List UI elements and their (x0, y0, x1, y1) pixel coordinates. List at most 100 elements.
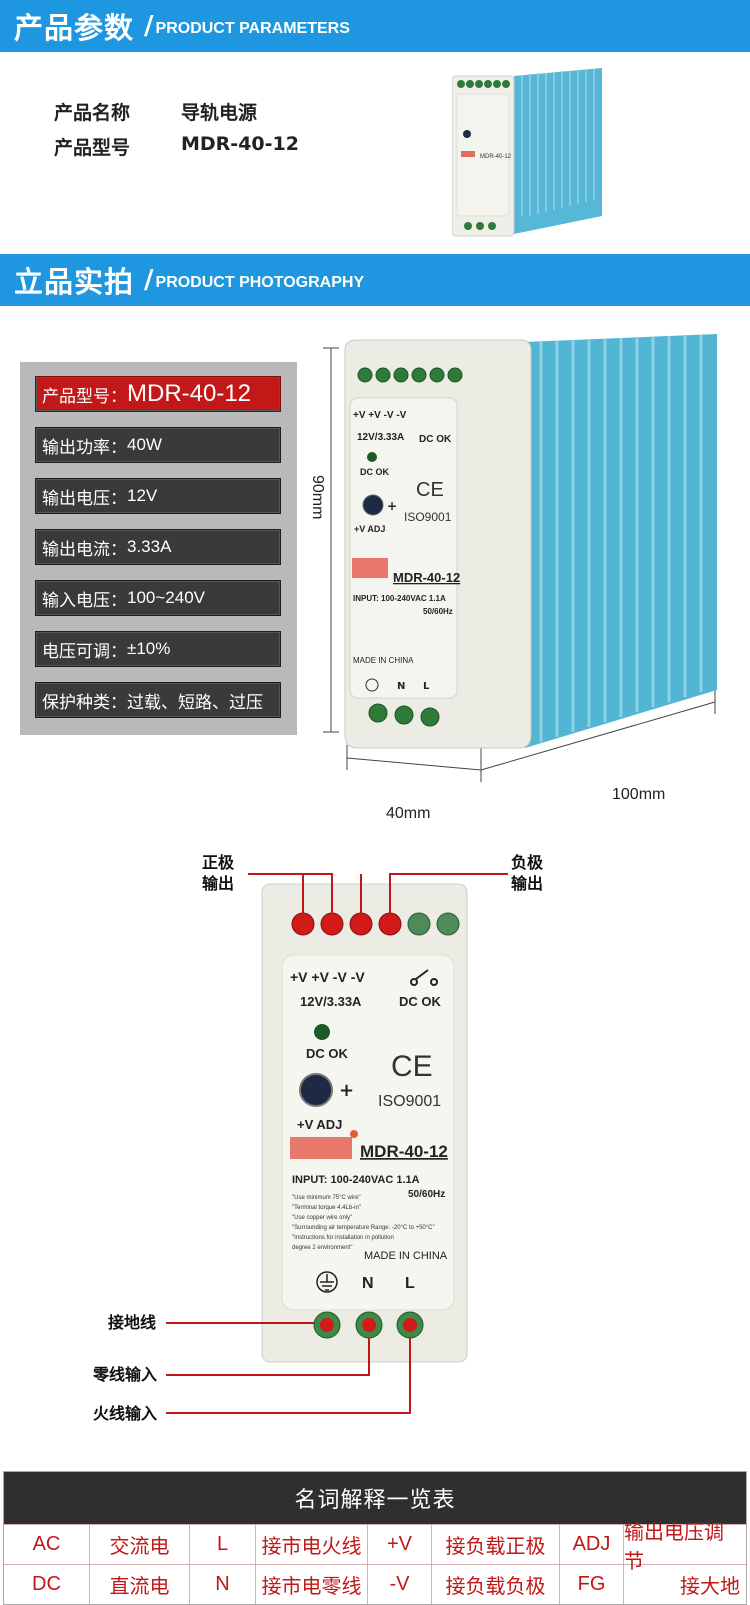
glossary-cell: L (190, 1525, 256, 1564)
glossary-cell: 接市电火线 (256, 1525, 368, 1564)
glossary-row: AC 交流电 L 接市电火线 +V 接负载正极 ADJ 输出电压调节 (4, 1519, 746, 1573)
glossary-cell: AC (4, 1525, 90, 1564)
dcok-text: DC OK (399, 994, 442, 1009)
section-title-en: PRODUCT PHOTOGRAPHY (155, 274, 365, 291)
spec-input: 输入电压：100~240V (35, 580, 281, 616)
product-thumbnail: MDR-40-12 (452, 68, 602, 237)
spec-key: 电压可调： (42, 641, 127, 662)
adj-knob-icon (362, 494, 384, 516)
spec-current: 输出电流：3.33A (35, 529, 281, 565)
iso-text: ISO9001 (404, 510, 452, 524)
param-value: 导轨电源 (181, 102, 258, 124)
ground-icon (365, 678, 379, 692)
param-key: 产品名称 (54, 102, 131, 124)
plus-mark: + (387, 499, 397, 513)
registered-icon (350, 1130, 358, 1138)
glossary-cell: ADJ (560, 1525, 624, 1564)
glossary-cell: 接负载负极 (432, 1565, 560, 1604)
spec-value: 12V (127, 486, 158, 505)
glossary-cell: -V (368, 1565, 432, 1604)
wiring-diagram: +V +V -V -V 12V/3.33A DC OK DC OK CE ISO… (166, 873, 508, 1414)
input-terminals (313, 1311, 424, 1339)
spec-power: 输出功率：40W (35, 427, 281, 463)
slash-divider: / (144, 265, 154, 295)
glossary-row: DC 直流电 N 接市电零线 -V 接负载负极 FG 接大地 (4, 1564, 746, 1604)
spec-key: 保护种类： (42, 692, 127, 713)
section-title-cn: 立品实拍 (14, 265, 135, 299)
made-text: MADE IN CHINA (364, 1250, 448, 1262)
adj-label: +V ADJ (354, 524, 385, 534)
section-banner-parameters: 产品参数 / PRODUCT PARAMETERS (0, 0, 750, 52)
spec-value: MDR-40-12 (127, 380, 252, 407)
ce-mark: CE (391, 1050, 433, 1083)
section-title-en: PRODUCT PARAMETERS (155, 20, 350, 37)
n-mark: N (397, 681, 405, 692)
brand-logo (290, 1137, 352, 1159)
spec-adjust: 电压可调：±10% (35, 631, 281, 667)
glossary-cell: DC (4, 1565, 90, 1604)
led-icon (314, 1024, 330, 1040)
iso-text: ISO9001 (378, 1093, 441, 1110)
freq-text: 50/60Hz (423, 607, 453, 616)
terminal-marks: +V +V -V -V (353, 410, 407, 421)
model-text: MDR-40-12 (360, 1142, 448, 1161)
param-row-name: 产品名称 导轨电源 (54, 98, 257, 125)
label-neutral: 零线输入 (93, 1365, 158, 1384)
section-banner-photography: 立品实拍 / PRODUCT PHOTOGRAPHY (0, 254, 750, 306)
svg-text:MDR-40-12: MDR-40-12 (480, 154, 512, 160)
n-mark: N (362, 1275, 374, 1292)
input-text: INPUT: 100-240VAC 1.1A (353, 594, 446, 603)
plus-mark: + (339, 1080, 354, 1101)
switch-icon (410, 969, 438, 986)
dim-height: 90mm (309, 475, 326, 520)
glossary-title: 名词解释一览表 (4, 1472, 746, 1524)
rating-text: 12V/3.33A (357, 432, 404, 443)
ground-icon (316, 1271, 338, 1293)
spec-value: 过载、短路、过压 (127, 692, 263, 712)
spec-key: 输出电压： (42, 488, 127, 509)
brand-logo (352, 558, 388, 578)
note-5: "Instructions for installation in pollut… (292, 1235, 394, 1241)
led-icon (367, 452, 377, 462)
param-value: MDR-40-12 (181, 133, 299, 155)
glossary-cell: N (190, 1565, 256, 1604)
dim-width: 40mm (386, 805, 431, 822)
glossary-cell: 接大地 (680, 1574, 740, 1598)
led-label: DC OK (360, 467, 390, 477)
glossary-cell: 接负载正极 (432, 1525, 560, 1564)
product-photo: +V +V -V -V 12V/3.33A DC OK DC OK CE ISO… (323, 334, 717, 782)
spec-value: ±10% (127, 639, 171, 658)
label-positive-output: 正极 输出 (202, 853, 235, 893)
adj-knob-icon (299, 1073, 333, 1107)
param-row-model: 产品型号 MDR-40-12 (54, 133, 299, 160)
slash-divider: / (144, 11, 154, 41)
dim-depth: 100mm (612, 786, 666, 803)
spec-value: 40W (127, 435, 162, 454)
rating-text: 12V/3.33A (300, 994, 362, 1009)
label-negative-output: 负极 输出 (511, 853, 544, 893)
spec-voltage: 输出电压：12V (35, 478, 281, 514)
spec-key: 产品型号： (42, 386, 127, 407)
glossary-cell: 输出电压调节 (624, 1519, 724, 1573)
glossary-cell: 直流电 (90, 1565, 190, 1604)
adj-label: +V ADJ (297, 1117, 342, 1132)
glossary-table: 名词解释一览表 AC 交流电 L 接市电火线 +V 接负载正极 ADJ 输出电压… (3, 1471, 747, 1605)
note-6: degree 2 environment" (292, 1245, 353, 1251)
freq-text: 50/60Hz (408, 1189, 445, 1200)
section-title-cn: 产品参数 (14, 11, 135, 45)
dcok-text: DC OK (419, 434, 452, 445)
spec-key: 输入电压： (42, 590, 127, 611)
glossary-cell: 交流电 (90, 1525, 190, 1564)
glossary-cell: +V (368, 1525, 432, 1564)
label-live: 火线输入 (93, 1404, 158, 1423)
l-mark: L (405, 1275, 415, 1292)
l-mark: L (423, 681, 430, 692)
led-label: DC OK (306, 1046, 349, 1061)
spec-protection: 保护种类：过载、短路、过压 (35, 682, 281, 718)
input-text: INPUT: 100-240VAC 1.1A (292, 1174, 420, 1186)
spec-value: 3.33A (127, 537, 172, 556)
glossary-cell: FG (560, 1565, 624, 1604)
model-text: MDR-40-12 (393, 570, 460, 585)
note-1: "Use minimum 75°C wire" (292, 1195, 361, 1201)
spec-key: 输出功率： (42, 437, 127, 458)
